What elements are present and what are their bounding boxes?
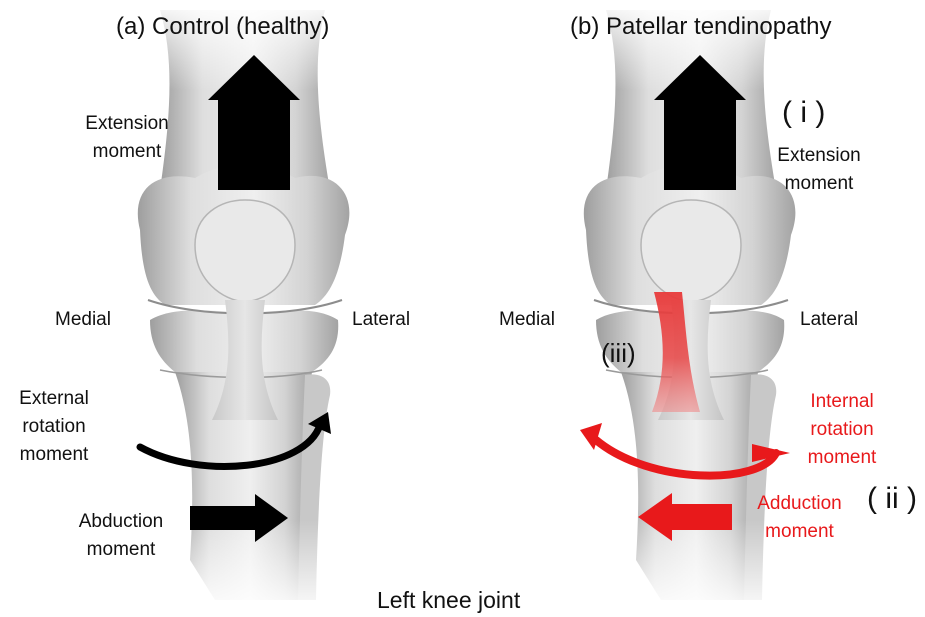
label-line: Adduction (742, 490, 857, 518)
medial-label-b: Medial (499, 306, 555, 334)
label-line: moment (764, 170, 874, 198)
external-rotation-label: External rotation moment (4, 385, 104, 469)
abduction-label: Abduction moment (66, 508, 176, 564)
label-line: rotation (4, 413, 104, 441)
figure-caption: Left knee joint (377, 587, 520, 614)
label-line: External (4, 385, 104, 413)
label-line: moment (66, 536, 176, 564)
label-line: moment (72, 138, 182, 166)
panel-a-title: (a) Control (healthy) (116, 13, 329, 41)
label-line: Extension (764, 142, 874, 170)
label-line: moment (4, 441, 104, 469)
label-line: moment (787, 444, 897, 472)
marker-i: ( i ) (782, 96, 825, 130)
label-line: moment (742, 518, 857, 546)
lateral-label-b: Lateral (800, 306, 858, 334)
label-line: Abduction (66, 508, 176, 536)
marker-iii: (iii) (601, 338, 636, 369)
adduction-label: Adduction moment (742, 490, 857, 546)
internal-rotation-label: Internal rotation moment (787, 388, 897, 472)
label-line: rotation (787, 416, 897, 444)
panel-b-title: (b) Patellar tendinopathy (570, 13, 832, 41)
marker-ii: ( ii ) (867, 482, 917, 516)
label-line: Extension (72, 110, 182, 138)
extension-moment-label-b: Extension moment (764, 142, 874, 198)
medial-label-a: Medial (55, 306, 111, 334)
lateral-label-a: Lateral (352, 306, 410, 334)
extension-moment-label-a: Extension moment (72, 110, 182, 166)
label-line: Internal (787, 388, 897, 416)
